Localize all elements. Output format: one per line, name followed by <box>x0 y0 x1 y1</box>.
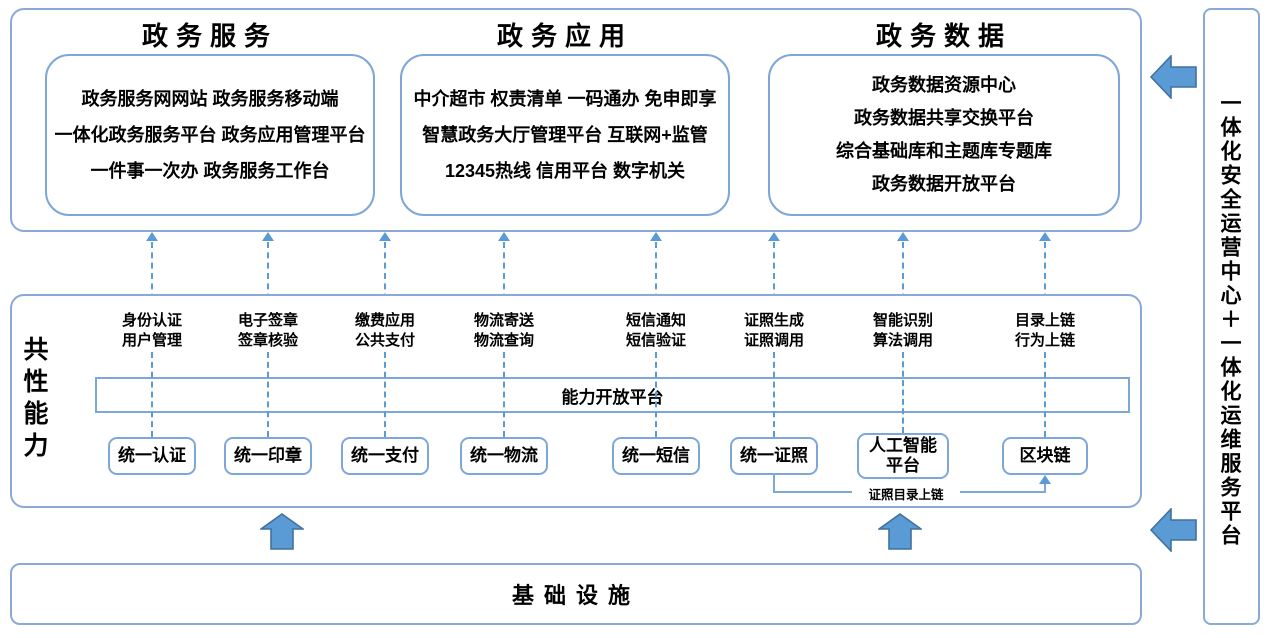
unit-box-logistics: 统一物流 <box>460 437 548 475</box>
applications-line: 中介超市 权责清单 一码通办 免申即享 <box>413 89 717 109</box>
unit-box-label: 统一支付 <box>351 446 419 465</box>
capability-label-line: 签章核验 <box>237 332 298 349</box>
section-title-applications: 政务应用 <box>496 21 633 51</box>
capability-label-line: 短信通知 <box>625 312 686 329</box>
up-arrowhead-icon <box>379 232 391 241</box>
up-block-arrow-icon <box>878 513 922 550</box>
unit-box-seal: 统一印章 <box>224 437 312 475</box>
capability-label: 证照生成 证照调用 <box>714 311 834 351</box>
right-panel <box>1203 8 1260 625</box>
unit-box-label: 统一证照 <box>740 446 808 465</box>
dashed-connector <box>655 242 657 310</box>
capability-label-line: 证照生成 <box>743 312 804 329</box>
dashed-connector <box>503 242 505 310</box>
capability-label-line: 短信验证 <box>625 332 686 349</box>
unit-box-label: 平台 <box>886 456 920 475</box>
dashed-connector <box>1044 352 1046 437</box>
dashed-connector <box>655 352 657 437</box>
up-arrowhead-icon <box>768 232 780 241</box>
unit-box-label: 统一印章 <box>234 446 302 465</box>
up-arrowhead-icon <box>146 232 158 241</box>
capability-label-line: 目录上链 <box>1014 312 1075 329</box>
applications-line: 12345热线 信用平台 数字机关 <box>444 161 686 181</box>
open-platform-bar: 能力开放平台 <box>95 377 1130 413</box>
up-arrowhead-icon <box>262 232 274 241</box>
capability-label-line: 行为上链 <box>1014 332 1075 349</box>
open-platform-bar-label: 能力开放平台 <box>561 387 664 407</box>
up-arrowhead-icon <box>650 232 662 241</box>
services-box: 政务服务网网站 政务服务移动端 一体化政务服务平台 政务应用管理平台 一件事一次… <box>45 54 375 216</box>
left-block-arrow-icon <box>1150 55 1197 99</box>
unit-box-label: 区块链 <box>1019 446 1071 465</box>
capability-label: 短信通知 短信验证 <box>596 311 716 351</box>
dashed-connector <box>1044 242 1046 310</box>
capability-label-line: 物流寄送 <box>473 312 534 329</box>
connector-line <box>1044 482 1046 492</box>
up-arrowhead-icon <box>1039 232 1051 241</box>
services-line: 一件事一次办 政务服务工作台 <box>90 161 330 181</box>
unit-box-label: 统一认证 <box>118 446 186 465</box>
dashed-connector <box>384 242 386 310</box>
capability-label-line: 电子签章 <box>237 312 298 329</box>
dashed-connector <box>384 352 386 437</box>
dashed-connector <box>267 242 269 310</box>
dashed-connector <box>267 352 269 437</box>
capability-label-line: 缴费应用 <box>354 312 415 329</box>
data-line: 政务数据资源中心 <box>872 75 1016 95</box>
dashed-connector <box>902 242 904 310</box>
dashed-connector <box>773 352 775 437</box>
capability-label-line: 公共支付 <box>354 332 415 349</box>
connector-line <box>773 475 775 493</box>
up-arrowhead-icon <box>1039 475 1051 484</box>
unit-box-payment: 统一支付 <box>341 437 429 475</box>
capability-label: 物流寄送 物流查询 <box>444 311 564 351</box>
unit-box-label: 统一物流 <box>470 446 538 465</box>
capability-label: 智能识别 算法调用 <box>843 311 963 351</box>
left-block-arrow-icon <box>1150 508 1197 552</box>
connector-label: 证照目录上链 <box>852 484 960 503</box>
unit-box-license: 统一证照 <box>730 437 818 475</box>
up-arrowhead-icon <box>498 232 510 241</box>
unit-box-blockchain: 区块链 <box>1002 437 1088 475</box>
unit-box-label: 统一短信 <box>622 446 690 465</box>
capability-label-line: 身份认证 <box>121 312 182 329</box>
data-line: 综合基础库和主题库专题库 <box>836 141 1052 161</box>
services-line: 政务服务网网站 政务服务移动端 <box>81 89 339 109</box>
section-title-data: 政务数据 <box>875 21 1012 51</box>
infrastructure-label: 基础设施 <box>511 583 640 608</box>
capability-label-line: 用户管理 <box>121 332 182 349</box>
section-title-services: 政务服务 <box>141 21 278 51</box>
capability-label-line: 智能识别 <box>872 312 933 329</box>
data-line: 政务数据共享交换平台 <box>854 108 1034 128</box>
dashed-connector <box>151 242 153 310</box>
capability-label-line: 算法调用 <box>872 332 933 349</box>
right-panel-label: 一体化安全运营中心＋一体化运维服务平台 <box>1218 92 1241 548</box>
capability-label: 电子签章 签章核验 <box>208 311 328 351</box>
data-line: 政务数据开放平台 <box>872 174 1016 194</box>
unit-box-sms: 统一短信 <box>612 437 700 475</box>
unit-box-label: 人工智能 <box>869 436 937 455</box>
unit-box-ai-platform: 人工智能 平台 <box>857 433 949 479</box>
data-box: 政务数据资源中心 政务数据共享交换平台 综合基础库和主题库专题库 政务数据开放平… <box>768 54 1120 216</box>
up-block-arrow-icon <box>260 513 304 550</box>
capability-label: 缴费应用 公共支付 <box>325 311 445 351</box>
unit-box-auth: 统一认证 <box>108 437 196 475</box>
dashed-connector <box>503 352 505 437</box>
capability-label-line: 物流查询 <box>473 332 534 349</box>
applications-box: 中介超市 权责清单 一码通办 免申即享 智慧政务大厅管理平台 互联网+监管 12… <box>400 54 730 216</box>
dashed-connector <box>902 352 904 433</box>
up-arrowhead-icon <box>897 232 909 241</box>
dashed-connector <box>151 352 153 437</box>
dashed-connector <box>773 242 775 310</box>
capability-label-line: 证照调用 <box>743 332 804 349</box>
capabilities-side-label: 共性能力 <box>20 336 48 464</box>
capability-label: 目录上链 行为上链 <box>985 311 1105 351</box>
services-line: 一体化政务服务平台 政务应用管理平台 <box>54 125 366 145</box>
capability-label: 身份认证 用户管理 <box>92 311 212 351</box>
applications-line: 智慧政务大厅管理平台 互联网+监管 <box>422 125 708 145</box>
infrastructure-bar: 基础设施 <box>10 563 1142 625</box>
